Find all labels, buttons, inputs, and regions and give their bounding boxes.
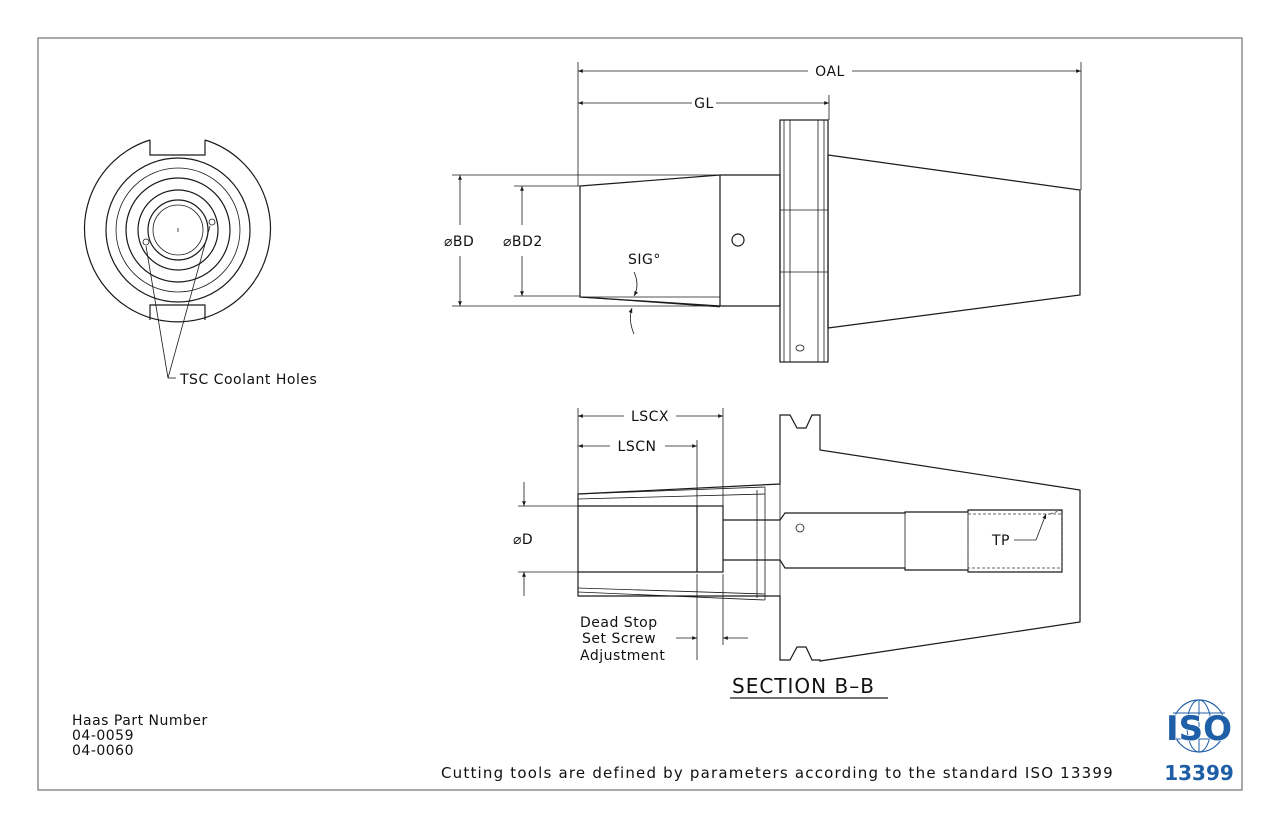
dim-oal: OAL [815,64,845,80]
end-view [83,139,272,379]
dim-tp: TP [991,533,1010,549]
dim-bd: ⌀BD [444,234,474,250]
iso-logo-text: ISO [1166,709,1232,749]
dead-stop-line1: Dead Stop [580,615,658,631]
dim-d: ⌀D [513,532,533,548]
part-number-title: Haas Part Number [72,713,208,729]
coolant-holes-label: TSC Coolant Holes [179,372,317,388]
iso-logo-number: 13399 [1164,761,1234,785]
part-number-2: 04-0060 [72,743,134,759]
section-label: SECTION B–B [732,674,875,698]
footer-note: Cutting tools are defined by parameters … [441,764,1114,782]
side-view [579,119,1081,363]
drawing-border [37,37,1243,791]
dead-stop-line2: Set Screw [582,631,656,647]
part-number-1: 04-0059 [72,728,134,744]
dim-gl: GL [694,96,714,112]
section-view [577,414,1081,662]
dim-lscn: LSCN [618,439,657,455]
iso-logo: ISO 13399 [1164,699,1234,785]
dead-stop-line3: Adjustment [580,648,665,664]
dim-lscx: LSCX [631,409,669,425]
dim-sig: SIG° [628,252,661,268]
dim-bd2: ⌀BD2 [503,234,543,250]
